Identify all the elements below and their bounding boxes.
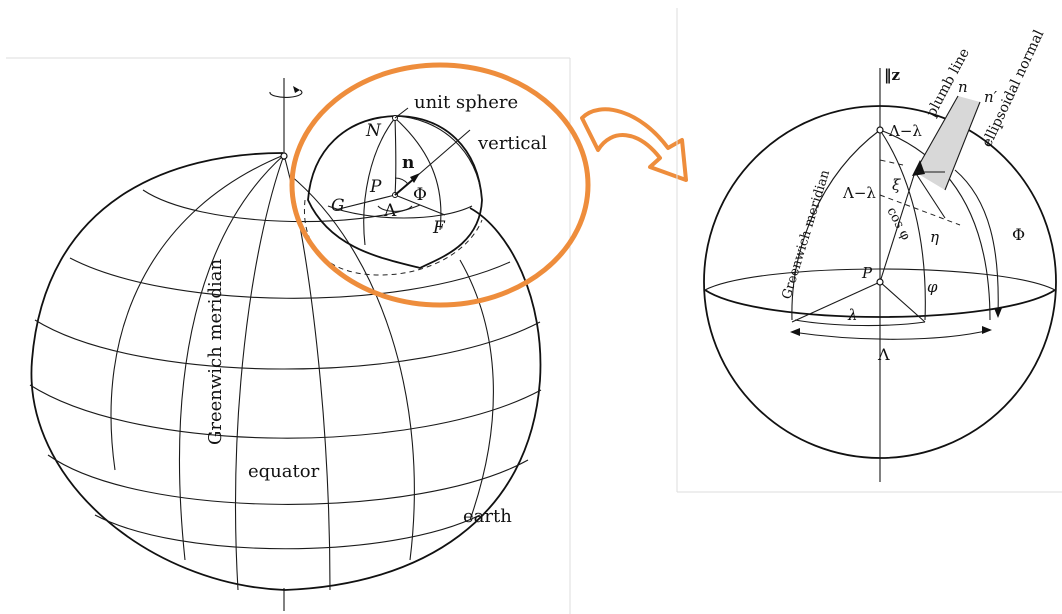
reference-sphere-outline	[703, 105, 1057, 459]
right-P-point	[876, 278, 884, 286]
label-Phi: Φ	[1012, 225, 1025, 244]
label-lambda: λ	[847, 306, 858, 324]
line-P-up	[879, 171, 916, 283]
Phi-arc	[954, 169, 999, 316]
right-meridian-inner	[879, 129, 926, 321]
reference-sphere-equator-back	[704, 268, 1056, 291]
label-F: F	[432, 218, 446, 238]
unit-sphere-meridian-a	[363, 117, 396, 246]
right-panel: ‖z plumb line	[676, 8, 1062, 493]
label-n: n	[958, 78, 968, 96]
unit-sphere-meridian-c	[394, 117, 442, 231]
dashed-xi	[879, 159, 904, 166]
label-equator: equator	[248, 461, 320, 482]
line-P-to-lambda-end	[879, 281, 926, 323]
label-n-prime: n′	[984, 88, 998, 106]
label-eta: η	[930, 228, 939, 246]
lambda-angle-arc	[377, 205, 413, 212]
label-Lambda: Λ	[877, 345, 890, 364]
label-phi: φ	[927, 278, 938, 296]
earth-parallel-lowest	[94, 514, 481, 550]
label-unit-sphere: unit sphere	[414, 92, 518, 113]
Lambda-arc-left-arrowhead-icon	[790, 328, 800, 336]
earth-parallel-mid-high	[69, 257, 511, 299]
normal-vector-arrowhead-icon	[410, 173, 420, 183]
label-n-vector: n	[402, 153, 414, 173]
label-G: G	[331, 196, 345, 216]
Lambda-arc	[791, 329, 991, 340]
right-pole-point	[876, 126, 884, 134]
unit-sphere-back-rim	[394, 115, 483, 201]
label-P: P	[861, 264, 873, 282]
north-pole-point	[280, 152, 288, 160]
earth-meridian-right	[283, 154, 331, 591]
callout-ellipse	[289, 62, 591, 308]
label-P: P	[369, 177, 382, 197]
line-eta	[914, 171, 946, 219]
unit-sphere-parallel	[327, 205, 473, 219]
label-vertical: vertical	[477, 133, 547, 154]
reference-sphere-equator	[704, 289, 1056, 318]
lambda-arc	[794, 319, 926, 327]
unit-sphere-radius	[334, 194, 396, 211]
label-xi: ξ	[892, 176, 901, 194]
line-P-to-lambda-start	[791, 281, 881, 323]
label-cos-phi: cos φ	[883, 205, 913, 243]
earth-parallel-high	[142, 189, 421, 223]
unit-sphere-cutout	[303, 107, 483, 276]
left-panel: unit sphere vertical N n P Φ G Λ F Green…	[6, 57, 591, 614]
unit-sphere-radius-2	[394, 194, 446, 216]
earth-equator	[29, 384, 542, 439]
greenwich-meridian-line	[235, 154, 285, 591]
label-earth: earth	[463, 506, 512, 527]
Phi-arc-arrowhead-icon	[994, 308, 1002, 318]
ellipsoidal-normal-line	[944, 101, 981, 191]
label-greenwich-meridian: Greenwich meridian	[205, 258, 226, 445]
label-Lambda: Λ	[383, 201, 397, 221]
earth-meridian-far-left	[110, 154, 285, 471]
plumb-line	[914, 95, 959, 173]
right-greenwich-meridian-line	[791, 129, 881, 321]
plumb-line-normal-wedge	[915, 96, 980, 190]
earth-meridian-outer-right	[459, 259, 494, 521]
earth-equator-upper-band	[34, 319, 541, 370]
earth-parallel-low	[47, 454, 529, 505]
label-N: N	[365, 121, 382, 141]
unit-sphere-axis-stub	[394, 107, 409, 119]
phi-angle-arc	[394, 177, 409, 185]
rotation-arrow-icon	[269, 86, 303, 98]
earth-meridian-far-right	[289, 174, 415, 561]
callout-arrow-icon	[580, 107, 688, 182]
right-meridian-Phi	[879, 129, 991, 321]
Lambda-arc-right-arrowhead-icon	[982, 326, 992, 334]
label-z-axis: ‖z	[884, 66, 901, 84]
label-right-greenwich-meridian: Greenwich meridian	[779, 168, 833, 302]
label-lambda-diff-top: Λ−λ	[888, 122, 922, 140]
label-Phi: Φ	[413, 185, 427, 205]
earth-meridian-left	[178, 154, 285, 561]
label-lambda-diff-mid: Λ−λ	[842, 184, 876, 202]
unit-sphere-meridian-b	[394, 117, 397, 196]
earth-outline	[30, 152, 542, 591]
